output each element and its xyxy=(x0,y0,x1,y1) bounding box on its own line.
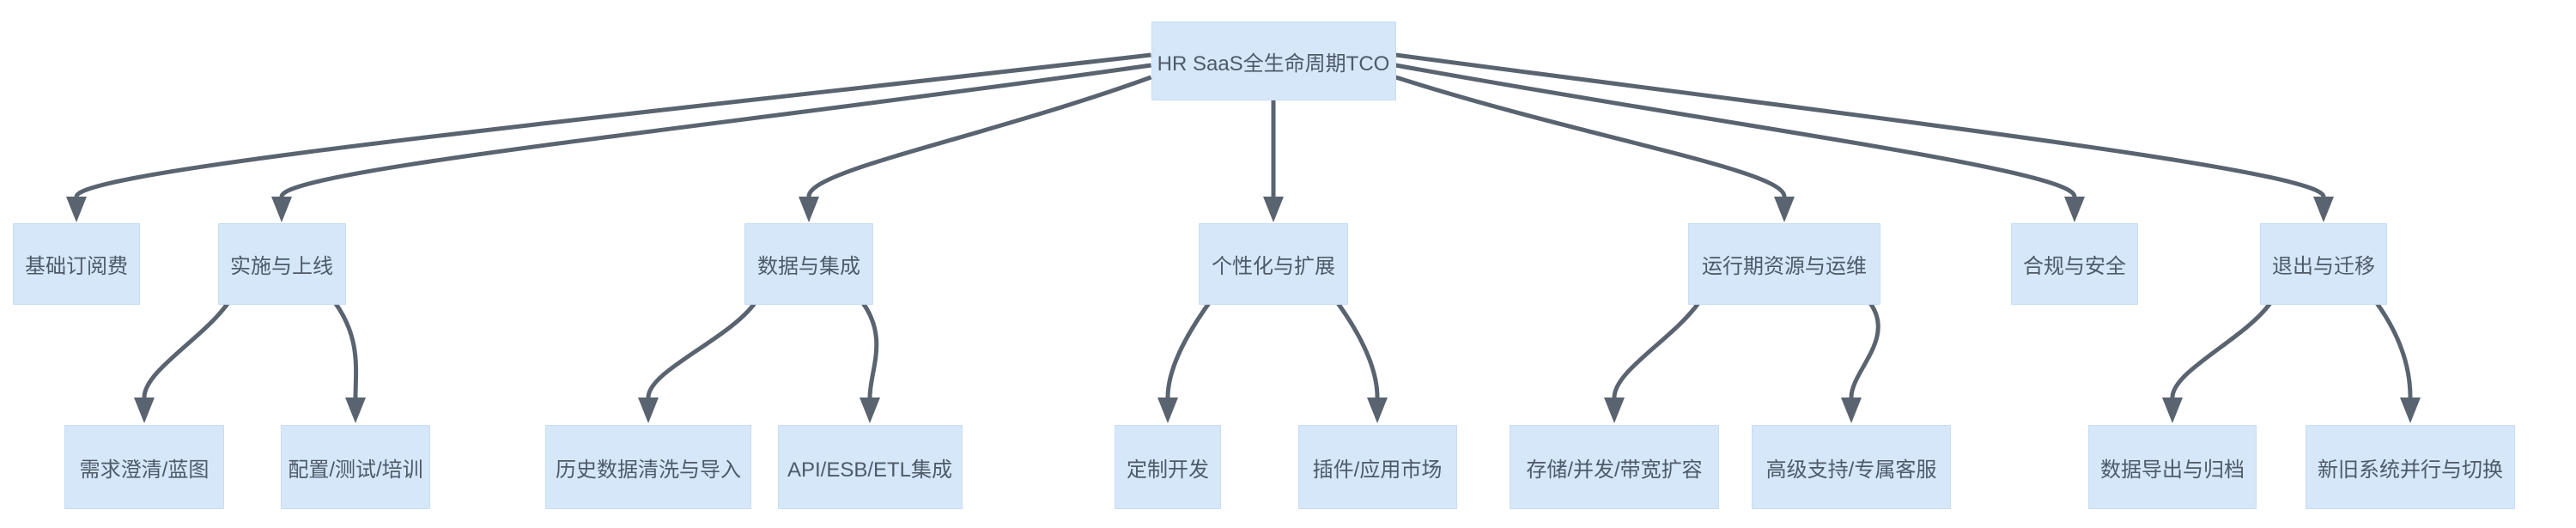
edge-root-customization xyxy=(1263,100,1284,222)
node-label: 高级支持/专属客服 xyxy=(1765,458,1937,482)
edge-root-compliance xyxy=(1395,63,2085,222)
node-label: 定制开发 xyxy=(1127,458,1209,482)
node-label: 配置/测试/培训 xyxy=(288,458,423,482)
node-label: 需求澄清/蓝图 xyxy=(79,458,210,482)
edge-operations-scaling xyxy=(1604,301,1701,423)
node-data-export: 数据导出与归档 xyxy=(2088,425,2257,509)
node-label: HR SaaS全生命周期TCO xyxy=(1157,52,1390,76)
edge-data-integration-data-cleaning xyxy=(638,301,757,423)
edge-root-subscription xyxy=(66,52,1151,222)
node-label: API/ESB/ETL集成 xyxy=(787,458,953,482)
node-operations: 运行期资源与运维 xyxy=(1688,223,1880,305)
node-label: 合规与安全 xyxy=(2023,255,2126,278)
node-scaling: 存储/并发/带宽扩容 xyxy=(1510,425,1719,509)
node-root: HR SaaS全生命周期TCO xyxy=(1151,21,1396,100)
edge-root-operations xyxy=(1394,75,1795,222)
node-label: 历史数据清洗与导入 xyxy=(556,458,741,482)
node-exit-migration: 退出与迁移 xyxy=(2260,223,2387,305)
edge-operations-support xyxy=(1841,301,1880,423)
node-data-cleaning: 历史数据清洗与导入 xyxy=(545,425,751,509)
edge-implementation-requirements xyxy=(134,301,230,423)
node-support: 高级支持/专属客服 xyxy=(1752,425,1951,509)
node-label: 运行期资源与运维 xyxy=(1702,255,1867,278)
node-api-integration: API/ESB/ETL集成 xyxy=(777,425,963,509)
node-label: 退出与迁移 xyxy=(2272,255,2375,278)
edge-exit-migration-parallel-switch xyxy=(2374,301,2421,423)
node-configuration: 配置/测试/培训 xyxy=(281,425,430,509)
edge-implementation-configuration xyxy=(333,301,366,423)
node-subscription: 基础订阅费 xyxy=(13,223,140,305)
node-requirements: 需求澄清/蓝图 xyxy=(64,425,224,509)
node-label: 个性化与扩展 xyxy=(1212,255,1335,278)
edge-customization-custom-dev xyxy=(1157,301,1212,423)
edge-customization-plugin-market xyxy=(1335,301,1388,423)
edge-exit-migration-data-export xyxy=(2162,301,2273,423)
node-label: 数据与集成 xyxy=(757,255,860,278)
node-plugin-market: 插件/应用市场 xyxy=(1297,425,1457,509)
node-custom-dev: 定制开发 xyxy=(1115,425,1221,509)
node-compliance: 合规与安全 xyxy=(2011,223,2138,305)
node-label: 基础订阅费 xyxy=(25,255,128,278)
node-label: 插件/应用市场 xyxy=(1312,458,1443,482)
node-label: 数据导出与归档 xyxy=(2100,458,2245,482)
node-label: 存储/并发/带宽扩容 xyxy=(1526,458,1703,482)
node-implementation: 实施与上线 xyxy=(217,223,346,305)
edge-root-exit-migration xyxy=(1395,52,2334,222)
node-parallel-switch: 新旧系统并行与切换 xyxy=(2306,425,2515,509)
node-label: 实施与上线 xyxy=(230,255,333,278)
node-label: 新旧系统并行与切换 xyxy=(2318,458,2503,482)
edge-root-implementation xyxy=(271,63,1151,222)
edge-root-data-integration xyxy=(799,75,1152,222)
node-data-integration: 数据与集成 xyxy=(744,223,873,305)
node-customization: 个性化与扩展 xyxy=(1199,223,1348,305)
edge-data-integration-api-integration xyxy=(860,301,880,423)
